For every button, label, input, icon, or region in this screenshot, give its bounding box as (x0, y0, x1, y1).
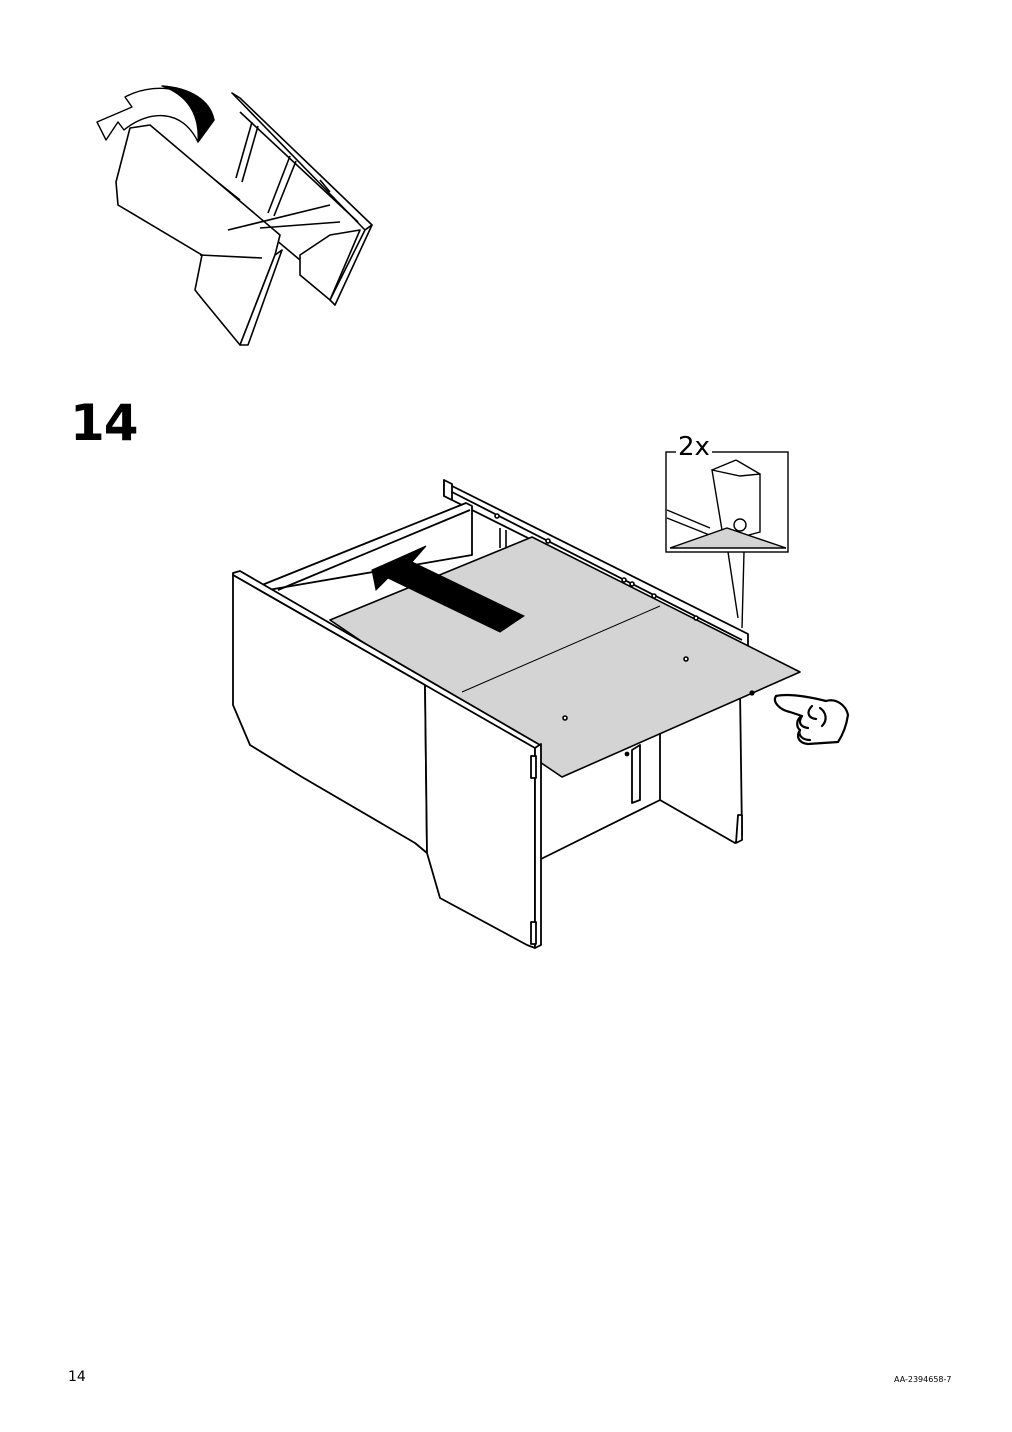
flipped-drawer-frame (115, 92, 373, 346)
detail-quantity-label: 2x (676, 432, 712, 462)
drawer-front-panel (232, 570, 542, 949)
step-number: 14 (70, 394, 139, 452)
document-code: AA-2394658-7 (894, 1375, 952, 1384)
detail-callout (665, 451, 789, 629)
page-number: 14 (68, 1369, 86, 1385)
pointing-hand-icon (773, 693, 850, 746)
push-direction-arrow-icon (371, 545, 526, 633)
rotate-arrow-icon (96, 85, 215, 143)
